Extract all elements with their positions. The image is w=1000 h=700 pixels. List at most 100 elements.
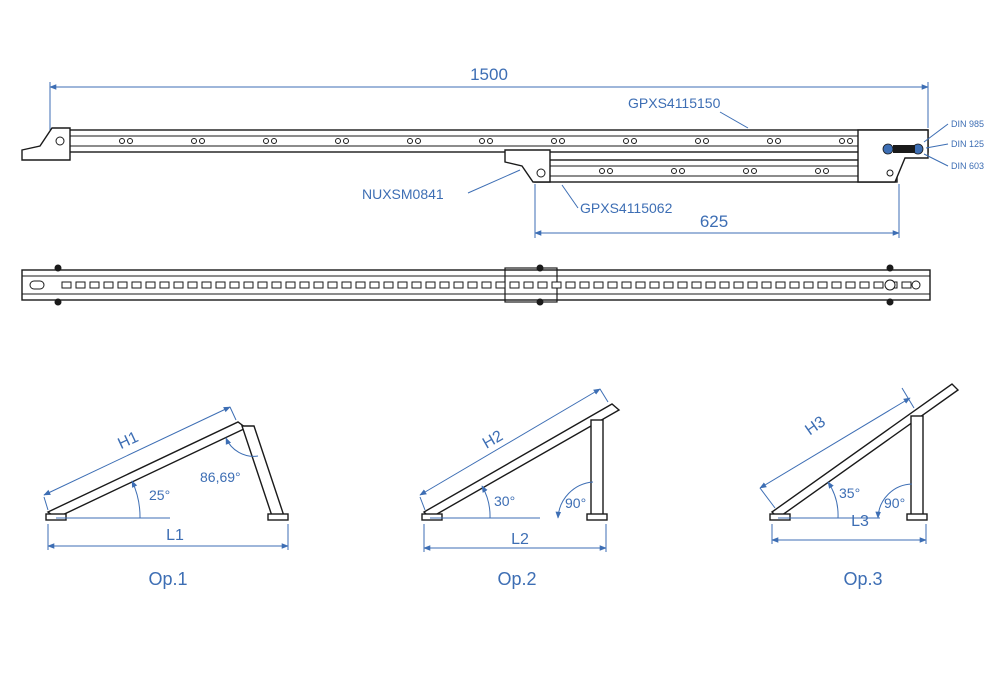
plan-slot [705, 281, 716, 289]
option-3-panel-rail [770, 383, 960, 519]
rail-hole [263, 138, 269, 144]
plan-slot [397, 281, 408, 289]
hinge-bolt [536, 168, 546, 178]
rail-hole [623, 138, 629, 144]
option-3-tilt-angle: 35° [839, 485, 860, 501]
rail-hole [415, 138, 421, 144]
din-125-label: DIN 125 [951, 139, 984, 149]
plan-slot [453, 281, 464, 289]
rail-hole [767, 138, 773, 144]
din-985-label: DIN 985 [951, 119, 984, 129]
plan-slot [313, 281, 324, 289]
plan-slot [425, 281, 436, 289]
rail-hole [775, 138, 781, 144]
option-1-title: Op.1 [148, 569, 187, 589]
rail-hole [271, 138, 277, 144]
short-rail-holes [599, 168, 829, 174]
rail-hole [343, 138, 349, 144]
option-1-support-leg [241, 425, 285, 517]
option-3-hyp-label: H3 [802, 413, 829, 439]
option-2-tilt-angle: 30° [494, 493, 515, 509]
option-3-diagram: H3 35° 90° L3 Op.3 [759, 383, 960, 589]
rail-hole [751, 168, 757, 174]
plan-slot [607, 281, 618, 289]
plan-slot [89, 281, 100, 289]
rail-hole [487, 138, 493, 144]
plan-slot [173, 281, 184, 289]
rail-hole [695, 138, 701, 144]
plan-slot [677, 281, 688, 289]
rail-hole [559, 138, 565, 144]
plan-slot [803, 281, 814, 289]
plan-slot [257, 281, 268, 289]
rail-hole [407, 138, 413, 144]
plan-slot [439, 281, 450, 289]
side-view: 1500 DIN 985 DIN 125 DIN 603 GPXS4115150 [21, 65, 984, 238]
plan-slot [355, 281, 366, 289]
bolt-icon [886, 264, 894, 272]
rail-hole [743, 168, 749, 174]
plan-view [21, 264, 931, 306]
plan-slot [285, 281, 296, 289]
plan-slot [243, 281, 254, 289]
dimension-625-label: 625 [700, 212, 728, 231]
rail-hole [607, 168, 613, 174]
option-2-hyp-label: H2 [480, 427, 506, 452]
rail-hole [191, 138, 197, 144]
bolt-icon [536, 264, 544, 272]
plan-slot [103, 281, 114, 289]
option-3-support-angle: 90° [884, 495, 905, 511]
plan-slot [565, 281, 576, 289]
plan-slot [831, 281, 842, 289]
plan-slot [481, 281, 492, 289]
rail-hole [823, 168, 829, 174]
rail-hole [599, 168, 605, 174]
option-1-front-foot [45, 513, 67, 521]
plan-slot [131, 281, 142, 289]
plan-slot [761, 281, 772, 289]
option-2-rear-foot [586, 513, 608, 521]
rail-hole [479, 138, 485, 144]
option-1-tilt-angle: 25° [149, 487, 170, 503]
option-1-rear-foot [267, 513, 289, 521]
plan-slot [61, 281, 72, 289]
option-2-support-angle: 90° [565, 495, 586, 511]
rail-hole [679, 168, 685, 174]
plan-slot [369, 281, 380, 289]
hinge-code-label: NUXSM0841 [362, 186, 444, 202]
plan-slot [901, 281, 912, 289]
rail-hole [335, 138, 341, 144]
option-3-title: Op.3 [843, 569, 882, 589]
option-1-base-label: L1 [166, 527, 184, 544]
plan-end-slot [29, 280, 45, 290]
rail-hole [815, 168, 821, 174]
bolt-icon [886, 298, 894, 306]
left-foot-bracket [21, 127, 71, 161]
plan-slot [747, 281, 758, 289]
plan-slot [201, 281, 212, 289]
plan-slot [271, 281, 282, 289]
plan-rail-bolts [54, 264, 921, 306]
option-2-diagram: H2 30° L2 Op.2 [419, 388, 621, 589]
option-3-support-leg [910, 415, 924, 517]
plan-slot [229, 281, 240, 289]
dimension-1500-label: 1500 [470, 65, 508, 84]
plan-slot [621, 281, 632, 289]
plan-slot [719, 281, 730, 289]
plan-slot [579, 281, 590, 289]
rail-hole [703, 138, 709, 144]
plan-slot [215, 281, 226, 289]
plan-slot [467, 281, 478, 289]
plan-slot [873, 281, 884, 289]
plan-slot [159, 281, 170, 289]
plan-slot [817, 281, 828, 289]
rail-hole [119, 138, 125, 144]
option-2-panel-rail [422, 403, 621, 519]
short-rail [534, 159, 898, 183]
right-end-clamp [857, 129, 929, 183]
plan-slot [299, 281, 310, 289]
din-603-label: DIN 603 [951, 161, 984, 171]
plan-slot [691, 281, 702, 289]
plan-slot [775, 281, 786, 289]
